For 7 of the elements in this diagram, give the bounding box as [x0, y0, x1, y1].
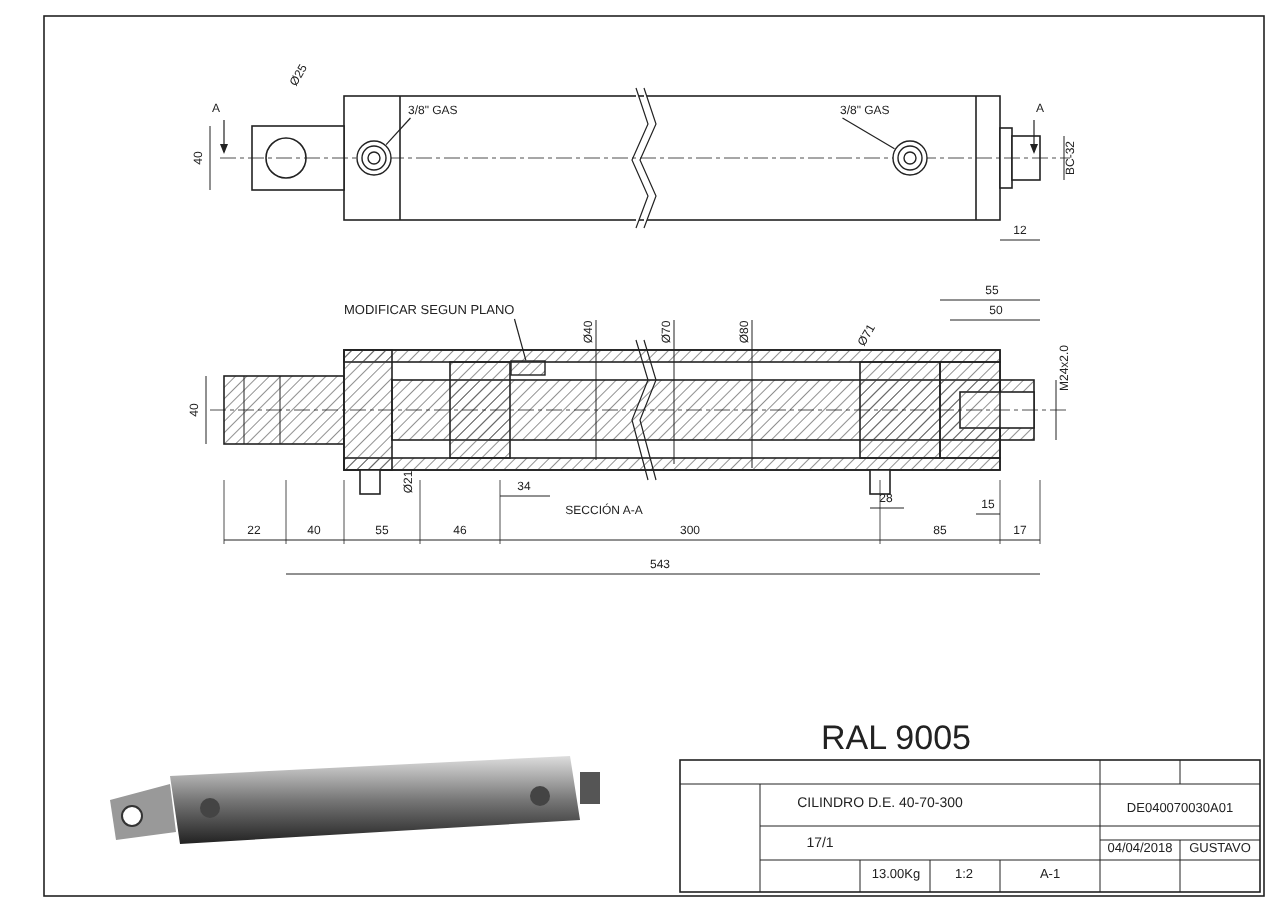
leader-line: [841, 117, 896, 150]
color-code: RAL 9005: [821, 721, 971, 755]
leader-line: [513, 318, 527, 361]
leader-line: [385, 117, 412, 146]
port-drawing: [356, 140, 392, 176]
guide-bushing-drawing: [510, 360, 546, 376]
port-drawing: [892, 140, 928, 176]
